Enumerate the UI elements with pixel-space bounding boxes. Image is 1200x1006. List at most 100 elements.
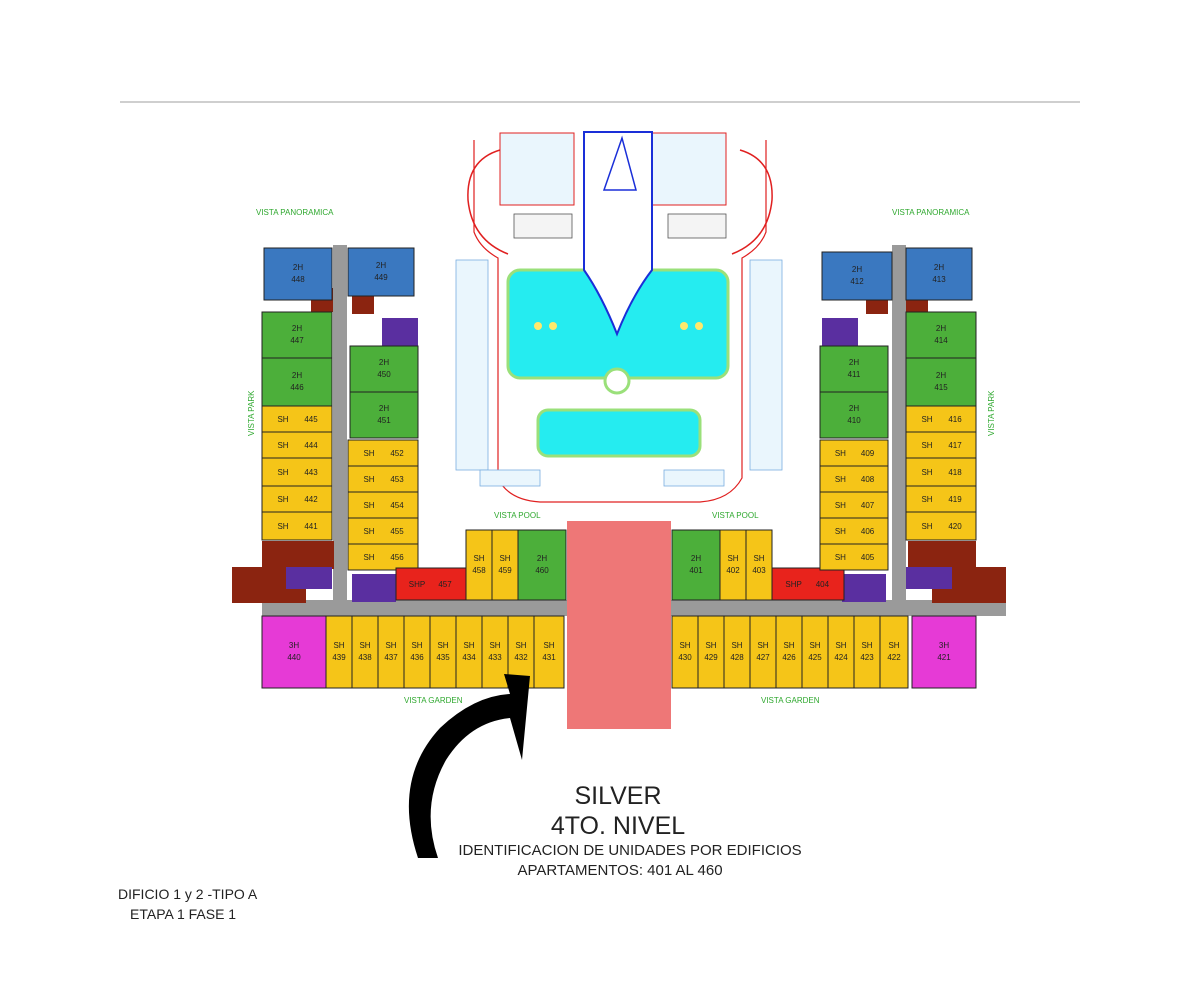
unit-number: 434 — [462, 653, 476, 662]
unit-type: SH — [835, 641, 846, 650]
stage-label: ETAPA 1 FASE 1 — [130, 906, 237, 922]
unit-number: 437 — [384, 653, 398, 662]
unit-type: SH — [921, 415, 932, 424]
unit-block — [905, 431, 977, 459]
unit-block — [261, 311, 333, 359]
unit-number: 413 — [932, 275, 946, 284]
unit-block — [697, 615, 725, 689]
pool-light — [695, 322, 703, 330]
unit-block — [261, 357, 333, 407]
stair-block — [822, 318, 858, 346]
view-label: VISTA GARDEN — [404, 696, 463, 705]
unit-type: SH — [277, 415, 288, 424]
unit-type: 2H — [537, 554, 547, 563]
unit-442: SH 442 — [261, 485, 333, 513]
unit-block — [347, 465, 419, 493]
unit-type: SH — [835, 501, 846, 510]
unit-number: 450 — [377, 370, 391, 379]
unit-type: 2H — [691, 554, 701, 563]
unit-block — [325, 615, 353, 689]
unit-number: 442 — [304, 495, 318, 504]
unit-block — [261, 485, 333, 513]
unit-number: 405 — [861, 553, 875, 562]
unit-number: 422 — [887, 653, 901, 662]
pool-area — [455, 131, 783, 503]
fountain — [603, 367, 631, 395]
loungers-bottom-right — [663, 469, 725, 487]
unit-block — [465, 529, 493, 601]
unit-block — [261, 511, 333, 541]
pool-light — [534, 322, 542, 330]
small-pool — [536, 408, 702, 458]
unit-block — [395, 567, 467, 601]
unit-type: SH — [437, 641, 448, 650]
unit-block — [749, 615, 777, 689]
unit-number: 426 — [782, 653, 796, 662]
stair-block — [906, 567, 952, 589]
unit-block — [533, 615, 565, 689]
unit-number: 443 — [304, 468, 318, 477]
unit-type: SH — [731, 641, 742, 650]
unit-type: SH — [363, 553, 374, 562]
plan-subtitle: IDENTIFICACION DE UNIDADES POR EDIFICIOS — [458, 842, 802, 859]
unit-block — [347, 491, 419, 519]
unit-block — [905, 511, 977, 541]
unit-type: SH — [809, 641, 820, 650]
unit-block — [671, 529, 721, 601]
unit-block — [879, 615, 909, 689]
unit-number: 455 — [390, 527, 404, 536]
service-room — [908, 541, 976, 569]
unit-block — [819, 491, 889, 519]
unit-number: 433 — [488, 653, 502, 662]
stair-block — [352, 574, 396, 602]
unit-number: 449 — [374, 273, 388, 282]
unit-block — [819, 345, 889, 393]
unit-type: SH — [921, 441, 932, 450]
unit-number: 453 — [390, 475, 404, 484]
cabana-block-right — [651, 132, 727, 206]
unit-number: 416 — [948, 415, 962, 424]
unit-number: 457 — [438, 580, 452, 589]
view-label: VISTA PARK — [987, 390, 996, 436]
unit-number: 417 — [948, 441, 962, 450]
unit-block — [261, 615, 327, 689]
unit-number: 436 — [410, 653, 424, 662]
unit-number: 451 — [377, 416, 391, 425]
unit-number: 427 — [756, 653, 770, 662]
unit-424: SH 424 — [827, 615, 855, 689]
view-label: VISTA GARDEN — [761, 696, 820, 705]
unit-404: SHP 404 — [771, 567, 845, 601]
unit-number: 418 — [948, 468, 962, 477]
unit-type: 2H — [293, 263, 303, 272]
unit-number: 404 — [816, 580, 830, 589]
unit-type: SHP — [785, 580, 801, 589]
unit-type: 2H — [852, 265, 862, 274]
unit-type: SH — [921, 522, 932, 531]
unit-block — [261, 431, 333, 459]
unit-block — [905, 311, 977, 359]
unit-type: SH — [753, 554, 764, 563]
unit-block — [801, 615, 829, 689]
unit-type: SH — [359, 641, 370, 650]
unit-type: 2H — [849, 404, 859, 413]
unit-number: 459 — [498, 566, 512, 575]
unit-number: 424 — [834, 653, 848, 662]
stairs-right — [667, 213, 727, 239]
unit-block — [403, 615, 431, 689]
unit-type: SH — [277, 495, 288, 504]
